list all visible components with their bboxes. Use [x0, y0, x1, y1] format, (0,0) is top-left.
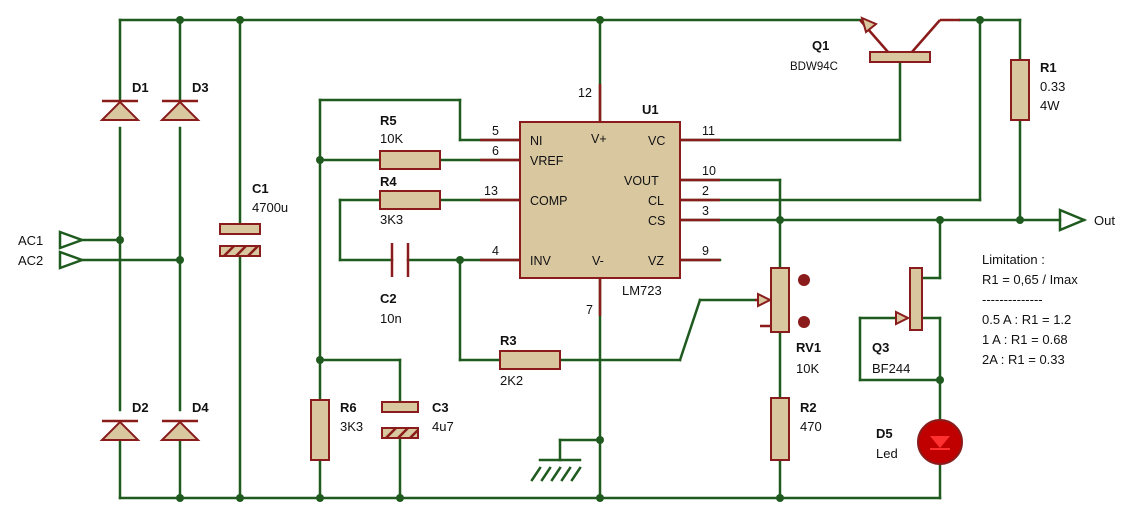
diode-d2-ref: D2 [132, 400, 149, 415]
terminal-out: Out [1058, 208, 1115, 232]
pin-9-number: 9 [702, 244, 709, 258]
resistor-r2-ref: R2 [800, 400, 817, 415]
diode-d1-ref: D1 [132, 80, 149, 95]
resistor-r3-value: 2K2 [500, 373, 523, 388]
resistor-r5: R5 10K [379, 113, 441, 170]
note-line1: 0.5 A : R1 = 1.2 [982, 312, 1071, 327]
capacitor-c1-ref: C1 [252, 181, 269, 196]
led-d5: D5 Led [876, 419, 963, 465]
pin-2-number: 2 [702, 184, 709, 198]
pin-7-number: 7 [586, 303, 593, 317]
pin-vz-label: VZ [648, 254, 664, 268]
diode-d2: D2 [99, 400, 149, 441]
pin-10-number: 10 [702, 164, 716, 178]
pin-11-number: 11 [702, 124, 715, 138]
limitation-note: Limitation : R1 = 0,65 / Imax ----------… [982, 252, 1078, 367]
pin-13-number: 13 [484, 184, 498, 198]
resistor-r1-value: 0.33 [1040, 79, 1065, 94]
pin-cl-label: CL [648, 194, 664, 208]
diode-d3: D3 [159, 80, 209, 121]
pin-12-number: 12 [578, 86, 592, 100]
resistor-r4: R4 3K3 [379, 174, 441, 227]
potentiometer-rv1: RV1 10K [755, 267, 821, 376]
capacitor-c2-value: 10n [380, 311, 402, 326]
terminal-ac2: AC2 [18, 250, 86, 270]
diode-d1: D1 [99, 80, 149, 121]
pin-vc-label: VC [648, 134, 665, 148]
potentiometer-rv1-ref: RV1 [796, 340, 821, 355]
pin-cs-label: CS [648, 214, 665, 228]
resistor-r3: R3 2K2 [499, 333, 561, 388]
resistor-r1: R1 0.33 4W [1010, 59, 1065, 121]
capacitor-c3-ref: C3 [432, 400, 449, 415]
transistor-q3-value: BF244 [872, 361, 910, 376]
terminal-ac2-label: AC2 [18, 253, 43, 268]
resistor-r5-value: 10K [380, 131, 403, 146]
transistor-q1: Q1 BDW94C [790, 16, 960, 73]
potentiometer-rv1-value: 10K [796, 361, 819, 376]
pin-inv-label: INV [530, 254, 552, 268]
diode-d4-ref: D4 [192, 400, 209, 415]
capacitor-c1: C1 4700u [219, 181, 288, 257]
capacitor-c2: C2 10n [380, 243, 410, 326]
resistor-r6: R6 3K3 [310, 399, 363, 461]
ic-u1-value: LM723 [622, 283, 662, 298]
capacitor-c2-ref: C2 [380, 291, 397, 306]
note-title: Limitation : [982, 252, 1045, 267]
terminal-out-label: Out [1094, 213, 1115, 228]
pin-comp-label: COMP [530, 194, 568, 208]
note-line3: 2A : R1 = 0.33 [982, 352, 1065, 367]
pin-ni-label: NI [530, 134, 543, 148]
note-line2: 1 A : R1 = 0.68 [982, 332, 1068, 347]
terminal-ac1-label: AC1 [18, 233, 43, 248]
pin-vout-label: VOUT [624, 174, 659, 188]
led-d5-ref: D5 [876, 426, 893, 441]
ic-u1-ref: U1 [642, 102, 659, 117]
pin-vref-label: VREF [530, 154, 564, 168]
capacitor-c1-value: 4700u [252, 200, 288, 215]
transistor-q3: Q3 BF244 [872, 267, 923, 376]
note-formula: R1 = 0,65 / Imax [982, 272, 1078, 287]
resistor-r1-power: 4W [1040, 98, 1060, 113]
pin-vminus-label: V- [592, 254, 604, 268]
capacitor-c3: C3 4u7 [381, 400, 454, 439]
note-separator: -------------- [982, 292, 1043, 307]
capacitor-c3-value: 4u7 [432, 419, 454, 434]
resistor-r2: R2 470 [770, 397, 822, 461]
transistor-q1-ref: Q1 [812, 38, 829, 53]
led-d5-value: Led [876, 446, 898, 461]
pin-3-number: 3 [702, 204, 709, 218]
junctions [116, 16, 1024, 502]
resistor-r1-ref: R1 [1040, 60, 1057, 75]
resistor-r6-ref: R6 [340, 400, 357, 415]
transistor-q1-value: BDW94C [790, 61, 838, 73]
pin-6-number: 6 [492, 144, 499, 158]
resistor-r4-value: 3K3 [380, 212, 403, 227]
transistor-q3-ref: Q3 [872, 340, 889, 355]
pin-5-number: 5 [492, 124, 499, 138]
resistor-r6-value: 3K3 [340, 419, 363, 434]
resistor-r4-ref: R4 [380, 174, 397, 189]
pin-4-number: 4 [492, 244, 499, 258]
resistor-r3-ref: R3 [500, 333, 517, 348]
resistor-r2-value: 470 [800, 419, 822, 434]
resistor-r5-ref: R5 [380, 113, 397, 128]
diode-d3-ref: D3 [192, 80, 209, 95]
ground-symbol [530, 458, 582, 482]
ic-u1: NI VREF COMP INV V+ V- VC VOUT CL CS VZ … [480, 84, 720, 317]
pin-vplus-label: V+ [591, 132, 607, 146]
terminal-ac1: AC1 [18, 230, 86, 250]
diode-d4: D4 [159, 400, 209, 441]
